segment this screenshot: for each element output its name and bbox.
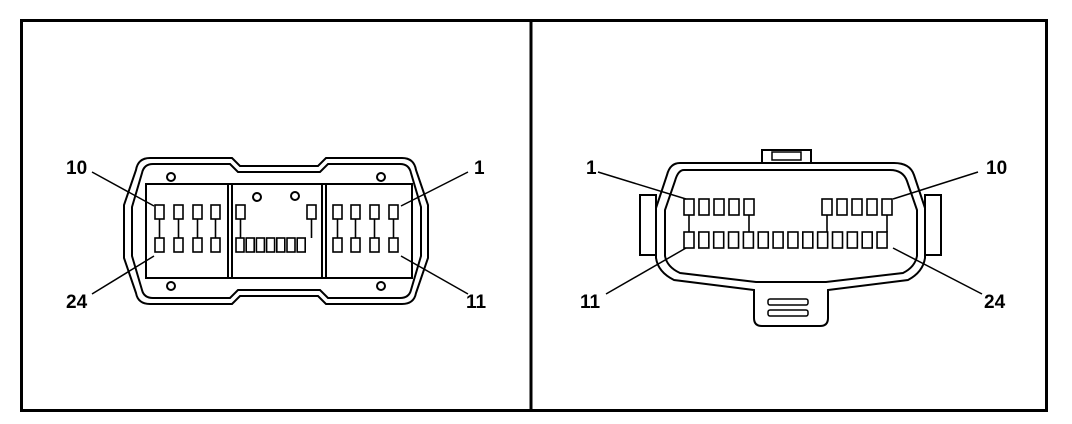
pin-cavity <box>192 237 203 253</box>
pin-cavity <box>787 231 799 249</box>
pin-cavity <box>350 237 361 253</box>
pin-cavity <box>866 198 878 216</box>
pin-cavity <box>876 231 888 249</box>
pin-cavity <box>851 198 863 216</box>
pin-cavity <box>683 231 695 249</box>
pin-cavity <box>332 237 343 253</box>
pin-cavity <box>861 231 874 249</box>
right-rib-slot <box>767 298 809 306</box>
right-pin-cavities <box>683 198 893 249</box>
pin-cavity <box>255 237 266 253</box>
right-connector-view <box>639 149 942 327</box>
pin-cavity <box>306 204 317 220</box>
pin-cavity <box>816 231 829 249</box>
right-side-rail <box>924 194 942 256</box>
pin-cavity <box>728 198 740 216</box>
pin-cavity <box>698 198 710 216</box>
pin-cavity <box>772 231 784 249</box>
pin-cavity <box>369 237 380 253</box>
pin-cavity <box>296 237 307 253</box>
pin-cavity <box>831 231 844 249</box>
pin-cavity <box>836 198 848 216</box>
left-alignment-hole <box>166 172 176 182</box>
left-connector-inner-shell <box>131 163 422 299</box>
pin-cavity <box>235 237 245 253</box>
pin-cavity <box>881 198 893 216</box>
pin-cavity <box>742 231 755 249</box>
left-pin-cavities <box>154 204 399 253</box>
pin-cavity <box>173 237 184 253</box>
right-pin-label-10: 10 <box>986 158 1007 179</box>
pin-cavity <box>245 237 255 253</box>
pin-cavity <box>286 237 296 253</box>
left-connector-face <box>145 183 413 279</box>
left-pin-label-11: 11 <box>466 292 487 313</box>
left-latch-hole <box>252 192 262 202</box>
pin-cavity <box>743 198 755 216</box>
left-leader-lines <box>91 171 469 295</box>
pin-cavity <box>154 237 165 253</box>
pin-cavity <box>332 204 343 220</box>
right-side-rail <box>639 194 657 256</box>
pin-cavity <box>712 231 725 249</box>
left-pin-label-1: 1 <box>474 158 485 179</box>
pin-cavity <box>683 198 695 216</box>
left-alignment-hole <box>166 281 176 291</box>
left-connector-outer-shell <box>123 157 429 305</box>
pin-cavity <box>846 231 859 249</box>
pin-cavity <box>192 204 203 220</box>
left-alignment-hole <box>376 172 386 182</box>
pin-cavity <box>154 204 165 220</box>
right-pin-label-24: 24 <box>984 292 1006 313</box>
pin-cavity <box>173 204 184 220</box>
figure-frame <box>20 19 1048 412</box>
pin-cavity <box>821 198 833 216</box>
right-connector-outer-shell <box>655 162 926 327</box>
pin-cavity <box>265 237 276 253</box>
right-connector-locking-tab <box>761 149 812 163</box>
pin-cavity <box>369 204 380 220</box>
pin-cavity <box>757 231 770 249</box>
pin-cavity <box>698 231 710 249</box>
pin-cavity <box>235 204 246 220</box>
right-pin-label-11: 11 <box>580 292 601 313</box>
pin-cavity <box>388 204 399 220</box>
right-leader-lines <box>597 171 983 295</box>
left-latch-hole <box>290 191 300 201</box>
pin-cavity <box>801 231 814 249</box>
right-pin-label-1: 1 <box>586 158 597 179</box>
pin-cavity <box>350 204 361 220</box>
pin-cavity <box>275 237 286 253</box>
right-connector-tab-slot <box>771 151 802 161</box>
left-alignment-hole <box>376 281 386 291</box>
pin-cavity <box>388 237 399 253</box>
right-rib-slot <box>767 309 809 317</box>
left-connector-view <box>123 157 429 305</box>
pin-cavity <box>210 204 221 220</box>
pin-cavity <box>727 231 740 249</box>
pin-cavity <box>210 237 221 253</box>
left-pin-label-10: 10 <box>66 158 87 179</box>
left-pin-label-24: 24 <box>66 292 88 313</box>
pin-cavity <box>713 198 725 216</box>
right-connector-inner-shell <box>664 169 918 283</box>
